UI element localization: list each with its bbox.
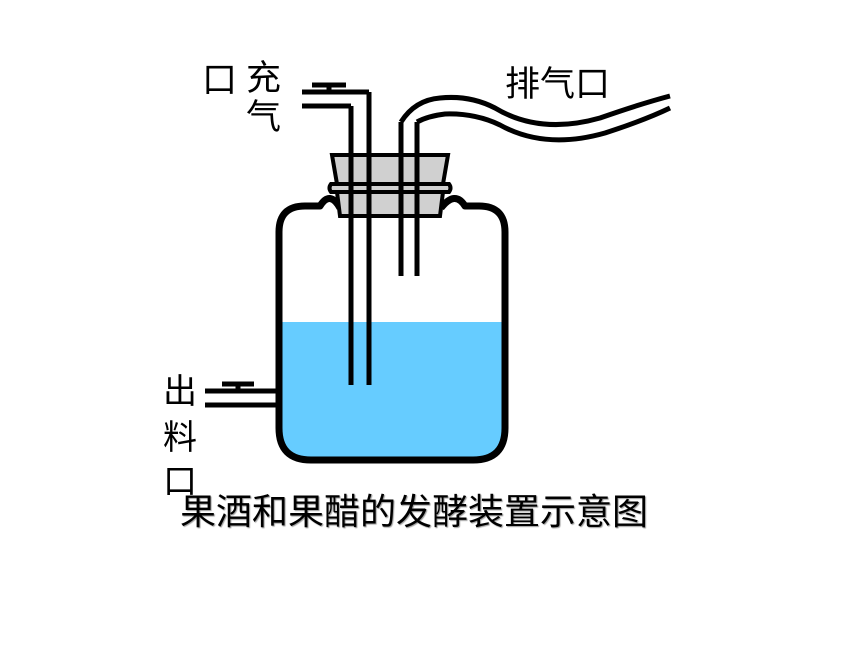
bottle-outline: [275, 195, 509, 464]
outlet-tube: [205, 381, 279, 408]
inlet-qi-label: 气: [246, 98, 282, 138]
exhaust-label: 排气口: [505, 65, 611, 105]
rubber-stopper: [327, 153, 453, 218]
outlet-label-char-3: 口: [163, 462, 197, 502]
diagram-caption: 果酒和果醋的发酵装置示意图: [180, 492, 649, 533]
outlet-label-char-2: 料: [163, 418, 197, 458]
liquid-fill: [279, 322, 505, 460]
inlet-port-label: 口: [202, 61, 238, 101]
outlet-label-char-1: 出: [163, 372, 197, 412]
inlet-chong-label: 充: [246, 59, 282, 99]
gas-inlet-tube: [302, 82, 372, 385]
exhaust-tube: [398, 93, 672, 276]
